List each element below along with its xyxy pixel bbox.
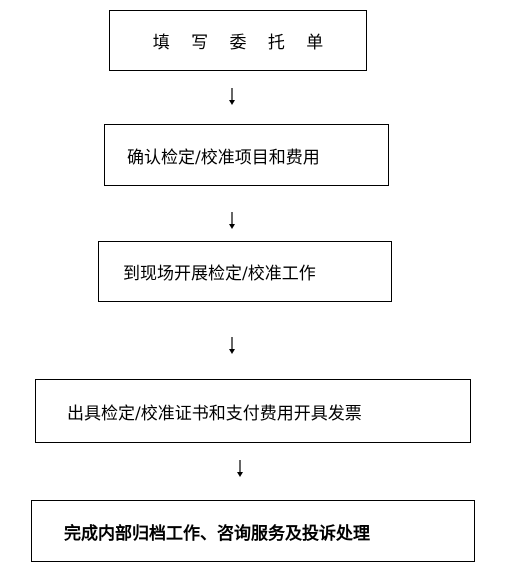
step-archive-service-box: 完成内部归档工作、咨询服务及投诉处理 xyxy=(31,500,475,562)
arrow-4 xyxy=(237,460,243,477)
arrow-3 xyxy=(229,337,235,354)
arrow-1 xyxy=(229,88,235,105)
step-fill-order-box: 填 写 委 托 单 xyxy=(109,10,367,71)
step-label: 出具检定/校准证书和支付费用开具发票 xyxy=(67,403,362,424)
step-label: 确认检定/校准项目和费用 xyxy=(127,147,320,168)
step-label: 到现场开展检定/校准工作 xyxy=(123,264,316,284)
step-issue-certificate-box: 出具检定/校准证书和支付费用开具发票 xyxy=(35,379,471,443)
step-label: 填 写 委 托 单 xyxy=(152,33,332,53)
step-confirm-items-box: 确认检定/校准项目和费用 xyxy=(104,124,389,186)
step-label: 完成内部归档工作、咨询服务及投诉处理 xyxy=(64,523,370,544)
step-onsite-work-box: 到现场开展检定/校准工作 xyxy=(98,241,392,302)
arrow-2 xyxy=(229,212,235,229)
